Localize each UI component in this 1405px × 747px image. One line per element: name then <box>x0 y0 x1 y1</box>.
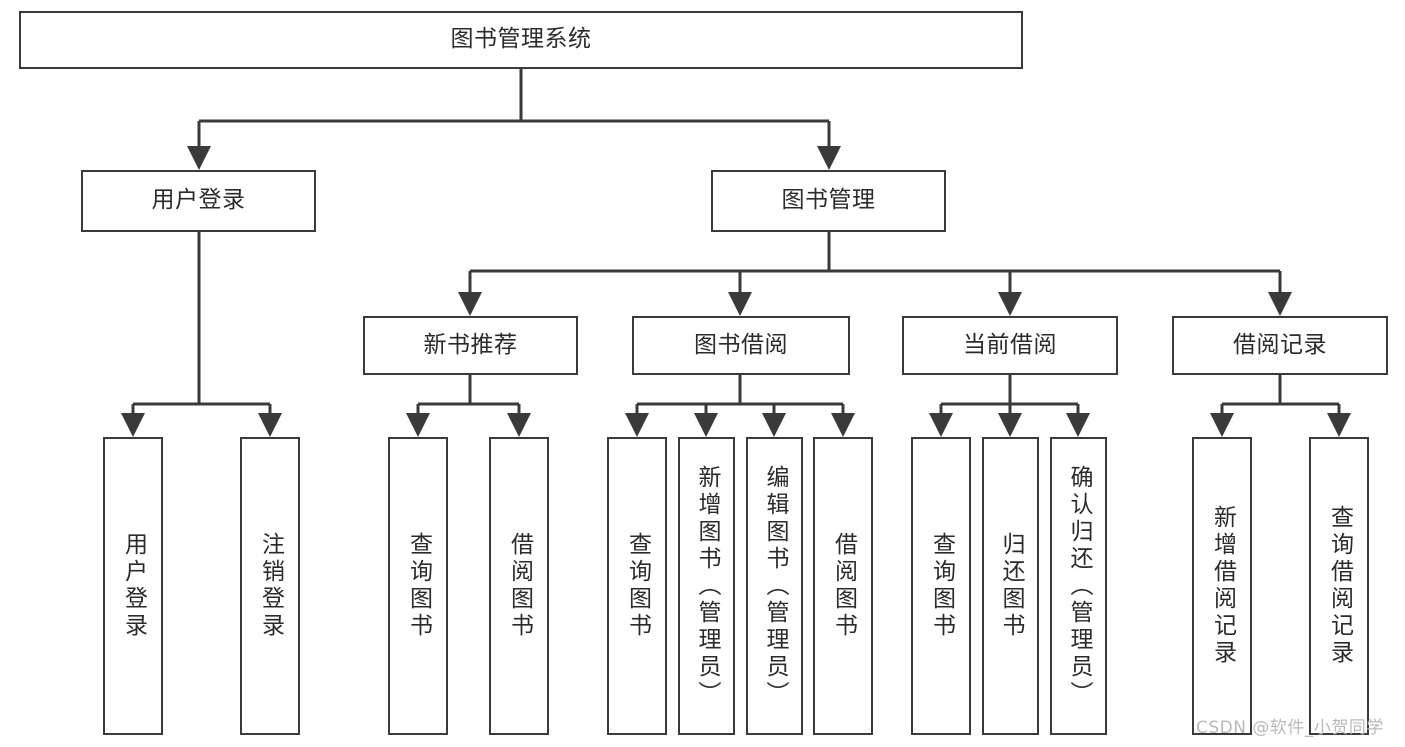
leaf-borrow-book-2[interactable]: 借阅图书 <box>813 437 873 735</box>
leaf-add-book-label: 新增图书（管理员） <box>694 464 720 708</box>
csdn-watermark: CSDN @软件_小贺同学 <box>1196 718 1384 738</box>
leaf-borrow-book-1-label: 借阅图书 <box>506 532 533 640</box>
leaf-user-login[interactable]: 用户登录 <box>103 437 163 735</box>
node-root[interactable]: 图书管理系统 <box>19 11 1023 69</box>
node-new-book-recommend-label: 新书推荐 <box>423 331 518 358</box>
leaf-return-book[interactable]: 归还图书 <box>982 437 1039 735</box>
leaf-query-record-label: 查询借阅记录 <box>1326 505 1353 667</box>
leaf-query-book-2[interactable]: 查询图书 <box>607 437 667 735</box>
node-borrow-record[interactable]: 借阅记录 <box>1172 316 1388 375</box>
node-user-login[interactable]: 用户登录 <box>81 170 316 232</box>
leaf-query-book-3[interactable]: 查询图书 <box>911 437 971 735</box>
node-current-borrow[interactable]: 当前借阅 <box>902 316 1118 375</box>
leaf-borrow-book-2-label: 借阅图书 <box>830 532 857 640</box>
leaf-query-book-3-label: 查询图书 <box>928 532 955 640</box>
leaf-edit-book[interactable]: 编辑图书（管理员） <box>746 437 803 735</box>
node-current-borrow-label: 当前借阅 <box>963 331 1057 358</box>
leaf-query-book-2-label: 查询图书 <box>624 532 651 640</box>
leaf-add-book[interactable]: 新增图书（管理员） <box>678 437 735 735</box>
node-user-login-label: 用户登录 <box>151 187 246 214</box>
node-book-manage-label: 图书管理 <box>781 187 876 214</box>
leaf-return-book-label: 归还图书 <box>998 532 1024 640</box>
leaf-logout-login[interactable]: 注销登录 <box>240 437 300 735</box>
node-book-borrow-label: 图书借阅 <box>694 331 788 358</box>
leaf-query-book-1[interactable]: 查询图书 <box>388 437 448 735</box>
leaf-query-record[interactable]: 查询借阅记录 <box>1309 437 1369 735</box>
node-book-borrow[interactable]: 图书借阅 <box>632 316 850 375</box>
leaf-add-record[interactable]: 新增借阅记录 <box>1192 437 1252 735</box>
leaf-edit-book-label: 编辑图书（管理员） <box>762 464 788 708</box>
node-book-manage[interactable]: 图书管理 <box>711 170 946 232</box>
leaf-confirm-return[interactable]: 确认归还（管理员） <box>1050 437 1107 735</box>
leaf-logout-login-label: 注销登录 <box>257 532 284 640</box>
leaf-confirm-return-label: 确认归还（管理员） <box>1066 464 1092 708</box>
leaf-borrow-book-1[interactable]: 借阅图书 <box>489 437 549 735</box>
leaf-query-book-1-label: 查询图书 <box>405 532 432 640</box>
node-root-label: 图书管理系统 <box>450 26 592 53</box>
leaf-user-login-label: 用户登录 <box>120 532 147 640</box>
node-borrow-record-label: 借阅记录 <box>1233 331 1327 358</box>
leaf-add-record-label: 新增借阅记录 <box>1209 505 1236 667</box>
node-new-book-recommend[interactable]: 新书推荐 <box>363 316 578 375</box>
